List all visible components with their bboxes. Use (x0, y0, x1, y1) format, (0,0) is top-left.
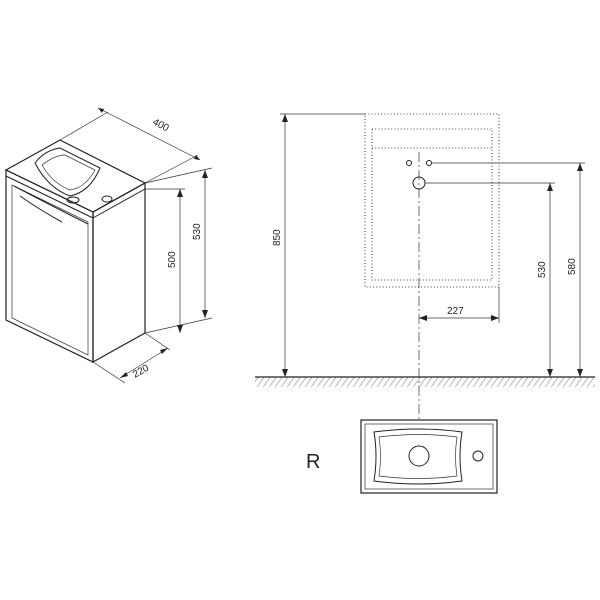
dim-500: 500 (167, 251, 178, 268)
dim-850: 850 (272, 229, 283, 246)
dim-400: 400 (151, 117, 171, 135)
dim-530-front: 530 (537, 261, 548, 278)
dim-220: 220 (131, 363, 151, 381)
cabinet-door (11, 184, 89, 356)
basin-outline (360, 419, 498, 494)
tap-hole (101, 195, 113, 203)
cabinet-isometric-view: 400 530 500 220 (4, 107, 213, 384)
dim-580: 580 (567, 258, 578, 275)
cabinet-front (5, 169, 94, 363)
drain-hole (66, 196, 80, 204)
basin-top-view: R (306, 419, 498, 494)
cabinet-outline-dotted (364, 113, 500, 288)
dim-227: 227 (447, 306, 464, 317)
hole-right (426, 160, 432, 166)
hole-left (406, 160, 412, 166)
orientation-label: R (306, 451, 320, 473)
basin-bowl-top (373, 428, 463, 485)
cabinet-side (92, 181, 146, 364)
floor-hatch (255, 377, 595, 387)
front-elevation-view: 850 580 530 227 (255, 113, 595, 420)
drain-top (408, 445, 430, 467)
dim-530-side: 530 (192, 223, 203, 240)
tap-hole-top (472, 450, 484, 462)
basin-bowl (34, 147, 101, 197)
door-handle (13, 185, 89, 225)
